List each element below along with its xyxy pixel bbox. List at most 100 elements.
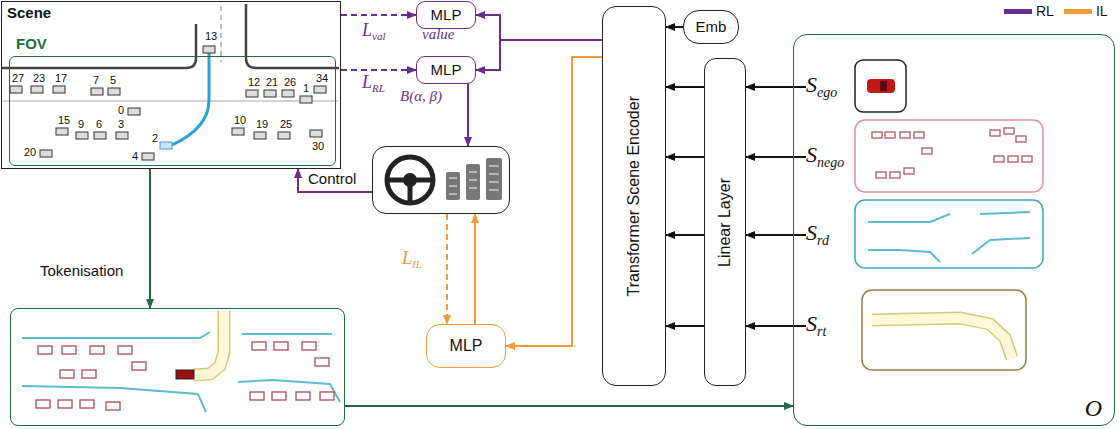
circle-shape — [403, 173, 417, 187]
connector-line — [474, 214, 476, 324]
token-art — [22, 311, 340, 412]
vehicle — [246, 90, 258, 97]
rect-shape — [486, 158, 502, 200]
connector-line — [345, 405, 793, 407]
math-letter: S — [806, 311, 817, 336]
path-shape — [980, 212, 1030, 214]
rect-shape — [914, 132, 924, 138]
connector — [666, 27, 683, 28]
rect-shape — [320, 392, 334, 400]
vehicle — [116, 132, 128, 139]
node-text: MLP — [431, 61, 462, 78]
node-text: Snego — [806, 142, 844, 171]
math-letter: L — [362, 72, 372, 92]
vehicle — [300, 96, 312, 103]
vehicle-id: 20 — [24, 146, 36, 159]
rect-shape — [885, 132, 895, 138]
observation-art — [855, 60, 1043, 370]
rect-shape — [855, 120, 1043, 192]
legend-text: IL — [1096, 3, 1108, 19]
path-shape — [194, 311, 224, 375]
connector — [746, 87, 806, 88]
vehicle — [264, 90, 276, 97]
vehicle — [282, 90, 294, 97]
rect-shape — [58, 400, 72, 408]
edge-label: LRL — [362, 72, 385, 95]
path-shape — [194, 311, 224, 375]
rect-shape — [1008, 156, 1018, 162]
vehicle — [40, 150, 52, 157]
path-shape — [2, 24, 196, 68]
rect-shape — [82, 370, 96, 378]
path-shape — [220, 6, 222, 62]
rect-shape — [106, 402, 120, 410]
legend-swatch — [1004, 9, 1032, 14]
node-text: Emb — [696, 18, 727, 35]
rect-shape — [466, 164, 480, 200]
head-label: value — [422, 26, 454, 43]
connector — [341, 15, 416, 16]
edge-label: Lval — [362, 20, 385, 43]
vehicle-id: 6 — [96, 118, 102, 131]
path-shape — [246, 4, 339, 68]
node-text: Scene — [7, 4, 51, 21]
rect-shape — [994, 156, 1004, 162]
connector-line — [666, 325, 704, 327]
rect-shape — [855, 200, 1043, 268]
scene-map — [2, 4, 339, 160]
math-subscript: ego — [817, 86, 837, 101]
connector-line — [746, 86, 806, 88]
circle-shape — [387, 157, 433, 203]
legend: RLIL — [1004, 3, 1108, 19]
node-text: Srd — [806, 220, 829, 249]
connector — [746, 157, 806, 158]
path-shape — [22, 386, 206, 412]
path-shape — [238, 380, 340, 402]
rect-shape — [862, 290, 1026, 370]
path-shape — [972, 238, 1030, 254]
vehicle-id: 26 — [284, 76, 296, 89]
math-subscript: IL — [412, 258, 422, 270]
rect-shape — [132, 362, 146, 370]
path-shape — [22, 332, 210, 338]
path-shape — [3, 100, 338, 102]
connector — [150, 169, 151, 308]
math-subscript: val — [372, 30, 385, 42]
mlp-box: MLP — [416, 1, 476, 29]
connector — [746, 235, 806, 236]
rect-shape — [904, 168, 914, 174]
vehicle-id: 5 — [110, 74, 116, 87]
vehicle — [10, 86, 22, 93]
edge-label: Control — [308, 170, 356, 187]
math-subscript: nego — [817, 156, 844, 171]
rect-shape — [302, 342, 316, 350]
vehicle-id: 13 — [205, 30, 217, 43]
connector — [447, 214, 448, 324]
math-letter: S — [806, 220, 817, 245]
math-letter: L — [362, 20, 372, 40]
connector-line — [666, 86, 704, 88]
observation-panel: OSegoSnegoSrdSrt — [793, 34, 1115, 426]
vehicle-id: 30 — [312, 140, 324, 153]
math-letter: O — [1085, 395, 1102, 421]
rect-shape — [315, 358, 329, 366]
vehicle-id: 19 — [256, 118, 268, 131]
vehicle — [94, 132, 106, 139]
connector-line — [149, 169, 151, 308]
math-subscript: rt — [817, 325, 826, 340]
rect-shape — [1004, 128, 1014, 134]
rect-shape — [990, 130, 1000, 136]
node-text: Linear Layer — [716, 178, 734, 267]
vehicle-id: 9 — [78, 118, 84, 131]
vehicle — [31, 86, 43, 93]
rect-shape — [1016, 136, 1026, 142]
connector — [476, 15, 602, 40]
edge-label: Tokenisation — [40, 262, 123, 279]
rect-shape — [876, 172, 886, 178]
connector — [476, 40, 602, 70]
vehicle — [91, 88, 103, 95]
path-shape — [872, 318, 1012, 358]
connector — [341, 70, 416, 71]
vehicle-id: 2 — [152, 132, 158, 145]
